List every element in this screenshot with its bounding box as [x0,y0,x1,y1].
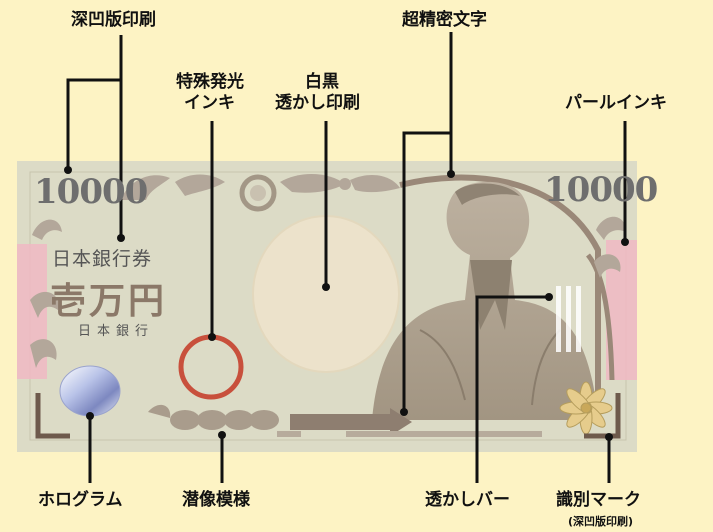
amount-text: 壱万円 [50,280,168,322]
bank-name: 日本銀行券 [52,248,153,270]
label-watermark-1: 白黒 [305,72,339,92]
micro-text-arc [399,174,601,400]
label-intaglio: 深凹版印刷 [71,10,156,30]
label-special-ink-1: 特殊発光 [176,72,244,92]
right-ornament [594,216,626,278]
label-tactile-mark-sub: (深凹版印刷) [568,515,634,528]
label-watermark-2: 透かし印刷 [275,93,360,113]
leader-lines [66,32,627,483]
pearl-ink-left [17,244,47,379]
top-ornament [120,173,400,200]
denomination-left: 10000 [34,172,148,212]
top-medallion [239,174,277,212]
hologram-patch [59,365,121,417]
left-ornament [30,219,62,368]
label-hologram: ホログラム [38,490,123,510]
portrait [372,181,598,420]
bank-name-small: 日本銀行 [78,324,155,339]
label-special-ink-2: インキ [184,93,235,113]
watermark-bar-3 [576,286,581,352]
label-pearl-ink: パールインキ [565,93,667,113]
latent-pattern [148,404,279,430]
label-watermark-bar: 透かしバー [425,490,510,510]
watermark-bar-2 [566,286,571,352]
label-micro-text: 超精密文字 [402,10,487,30]
bottom-band [290,414,390,430]
watermark-bar-1 [556,286,561,352]
label-tactile-mark: 識別マーク [556,490,641,510]
label-latent: 潜像模様 [182,490,250,510]
tactile-mark-flower [559,381,613,435]
denomination-right: 10000 [544,170,658,210]
corner-brackets [35,393,621,439]
leader-dots [64,166,629,441]
